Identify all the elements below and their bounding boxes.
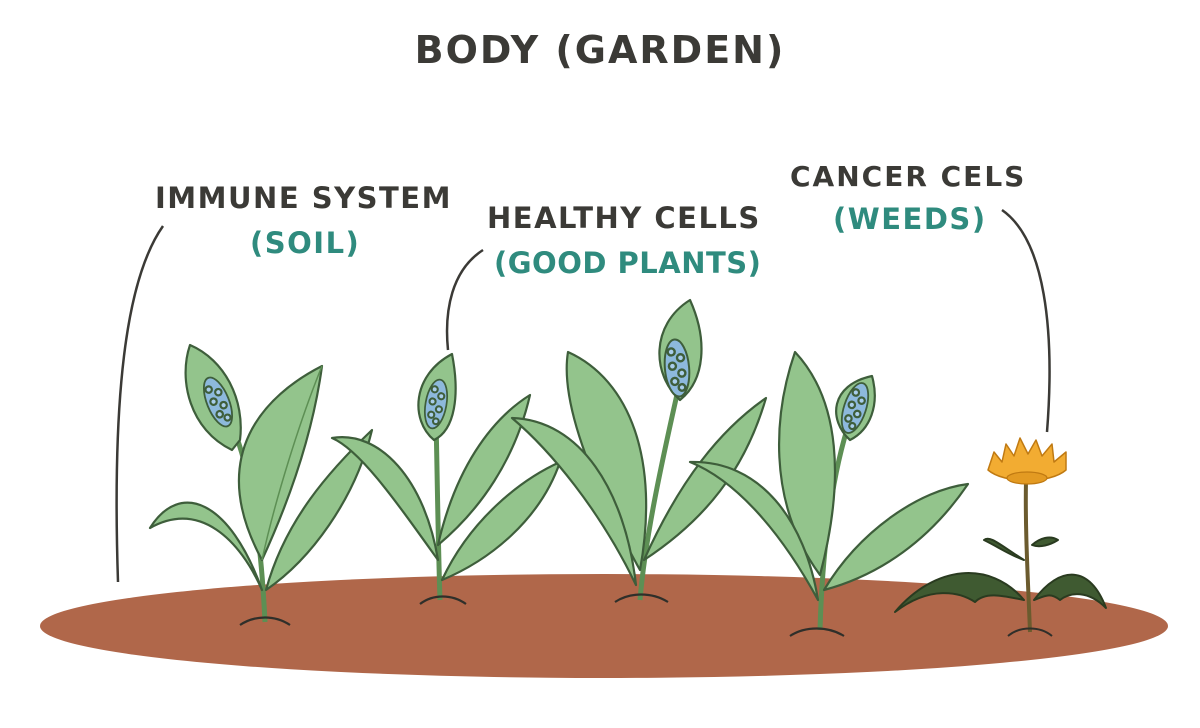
- weed-flower: [987, 437, 1067, 485]
- immune-system-label: IMMUNE SYSTEM: [155, 181, 452, 215]
- soil-bed: [40, 574, 1168, 678]
- healthy-leader-line: [445, 248, 484, 351]
- cancer-cells-label: CANCER CELS: [790, 160, 1027, 193]
- immune-leader-line: [115, 225, 165, 583]
- weed-plant: [894, 437, 1107, 637]
- healthy-plant-4: [688, 350, 970, 637]
- weeds-metaphor-label: (WEEDS): [833, 202, 987, 236]
- good-plants-metaphor-label: (GOOD PLANTS): [494, 246, 762, 280]
- diagram-title: BODY (GARDEN): [414, 28, 786, 72]
- soil-metaphor-label: (SOIL): [250, 226, 361, 260]
- healthy-cells-label: HEALTHY CELLS: [487, 201, 761, 235]
- cancer-leader-line: [1001, 208, 1051, 433]
- healthy-plant-3: [510, 298, 768, 603]
- healthy-plant-1: [148, 343, 374, 626]
- healthy-plant-2: [330, 352, 562, 605]
